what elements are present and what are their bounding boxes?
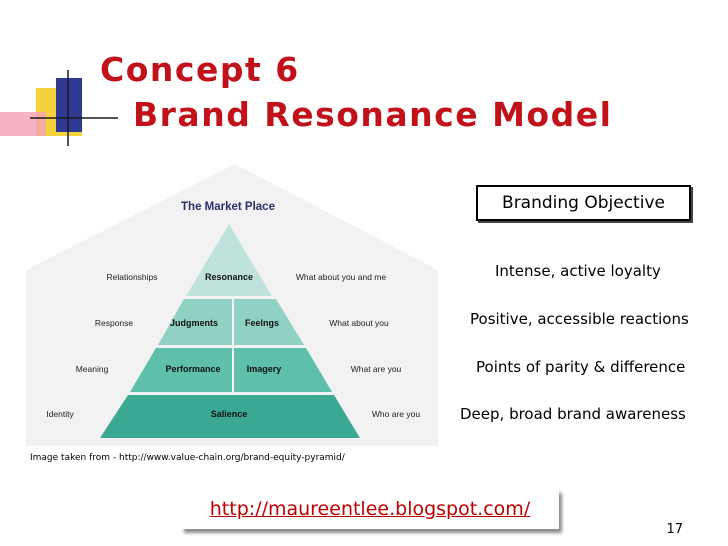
pyramid-imagery <box>234 348 332 392</box>
right-label-about-you: What about you <box>329 318 389 328</box>
objective-item-loyalty: Intense, active loyalty <box>495 262 661 280</box>
right-label-you-and-me: What about you and me <box>296 272 387 282</box>
objective-item-reactions: Positive, accessible reactions <box>470 310 689 328</box>
title-line-2: Brand Resonance Model <box>133 95 613 134</box>
image-caption: Image taken from - http://www.value-chai… <box>30 453 345 463</box>
right-label-who-are-you: Who are you <box>372 409 420 419</box>
feelings-label: Feelngs <box>245 318 279 328</box>
left-label-relationships: Relationships <box>106 272 157 282</box>
corner-decoration <box>0 70 118 146</box>
objective-item-awareness: Deep, broad brand awareness <box>460 405 686 423</box>
judgments-label: Judgments <box>170 318 218 328</box>
pyramid-resonance <box>186 224 272 296</box>
left-label-meaning: Meaning <box>76 364 109 374</box>
blue-square <box>56 78 82 132</box>
page-number: 17 <box>666 522 683 537</box>
branding-objective-header: Branding Objective <box>476 185 691 221</box>
pyramid-judgments <box>158 299 232 345</box>
salience-label: Salience <box>211 409 248 419</box>
resonance-label: Resonance <box>205 272 253 282</box>
imagery-label: Imagery <box>247 364 282 374</box>
pyramid-performance <box>130 348 232 392</box>
left-label-identity: Identity <box>46 409 74 419</box>
blog-url-link[interactable]: http://maureentlee.blogspot.com/ <box>181 489 559 529</box>
objective-item-parity: Points of parity & difference <box>476 358 686 376</box>
pyramid-salience <box>100 395 360 438</box>
performance-label: Performance <box>165 364 220 374</box>
diagram-heading: The Market Place <box>181 201 275 213</box>
pink-bar <box>0 112 46 136</box>
pyramid-feelings <box>234 299 304 345</box>
brand-pyramid-diagram: The Market Place Resonance Judgments Fee… <box>26 164 438 446</box>
left-label-response: Response <box>95 318 134 328</box>
right-label-what-are-you: What are you <box>351 364 402 374</box>
title-line-1: Concept 6 <box>100 50 300 89</box>
